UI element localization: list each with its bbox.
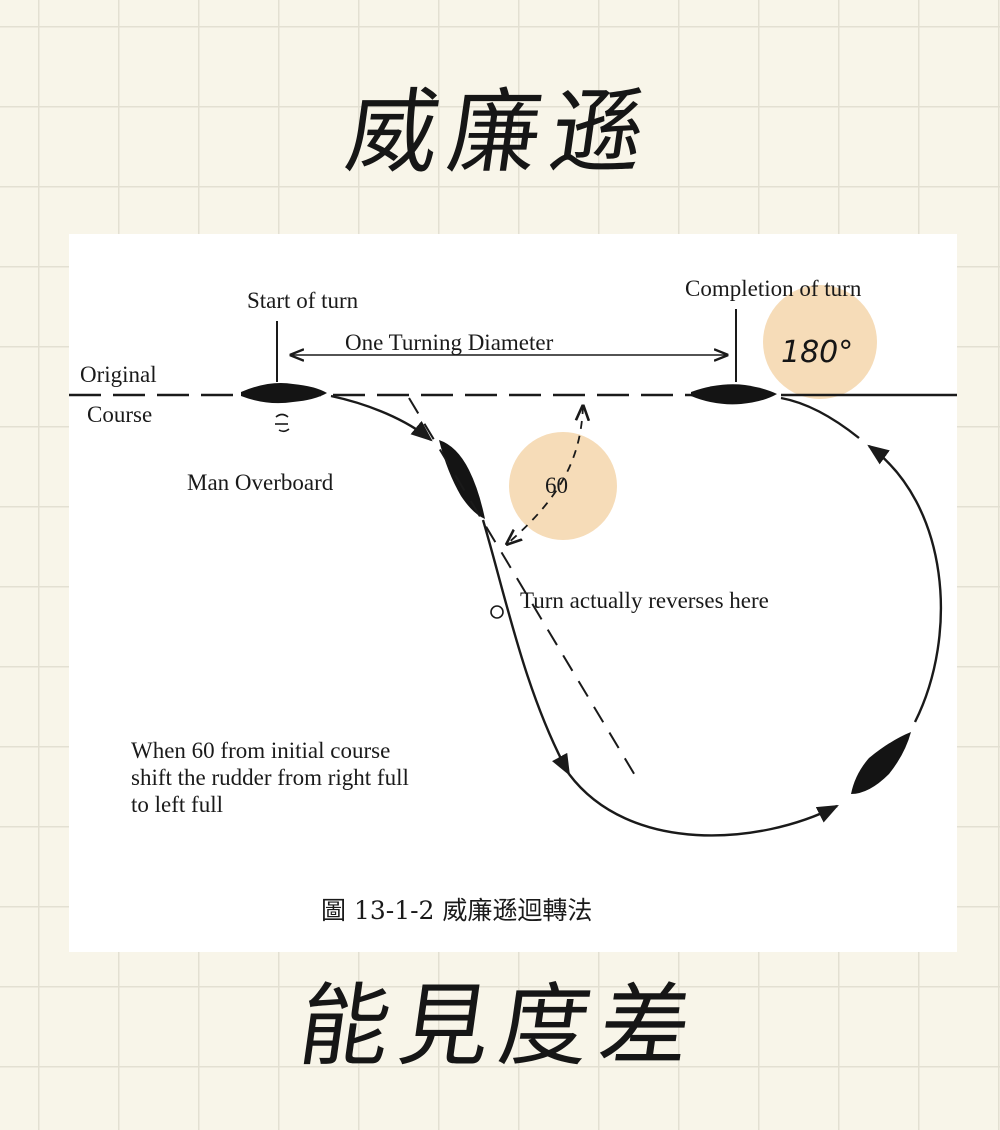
ship-completion [691,384,777,405]
handwritten-title-bottom: 能見度差 [292,974,708,1079]
reciprocal-dashed-arc [507,406,583,544]
label-turn-reverses: Turn actually reverses here [520,588,769,613]
annotation-angle-180: 180° [781,335,853,370]
label-start-of-turn: Start of turn [247,288,359,313]
ship-60-degrees [439,440,485,519]
reverse-point-marker [490,605,504,619]
ship-return-leg [851,732,911,794]
ship-start [241,383,327,404]
annotation-angle-60: 60 [545,473,568,498]
label-completion-of-turn: Completion of turn [685,276,862,301]
track-return-leg [867,444,943,723]
man-overboard-symbol [275,413,290,433]
label-original: Original [80,362,157,387]
label-instruction-line1: When 60 from initial course [131,738,390,763]
handwritten-title-top: 威廉遜 [339,79,661,186]
track-bottom-curve [568,773,839,837]
label-instruction-line3: to left full [131,792,223,817]
williamson-turn-figure: Start of turn Completion of turn One Tur… [69,234,957,952]
williamson-turn-diagram: Start of turn Completion of turn One Tur… [69,276,957,925]
figure-caption: 圖 13-1-2 威廉遜迴轉法 [321,896,592,925]
track-reverse-loop [481,519,571,776]
label-instruction-line2: shift the rudder from right full [131,765,409,790]
label-course: Course [87,402,152,427]
label-one-turning-diameter: One Turning Diameter [345,330,554,355]
highlight-circle-180 [763,285,877,399]
track-initial-turn [330,394,433,442]
track-final-approach [780,396,860,439]
sixty-degree-reference-line [408,397,640,783]
label-man-overboard: Man Overboard [187,470,334,495]
